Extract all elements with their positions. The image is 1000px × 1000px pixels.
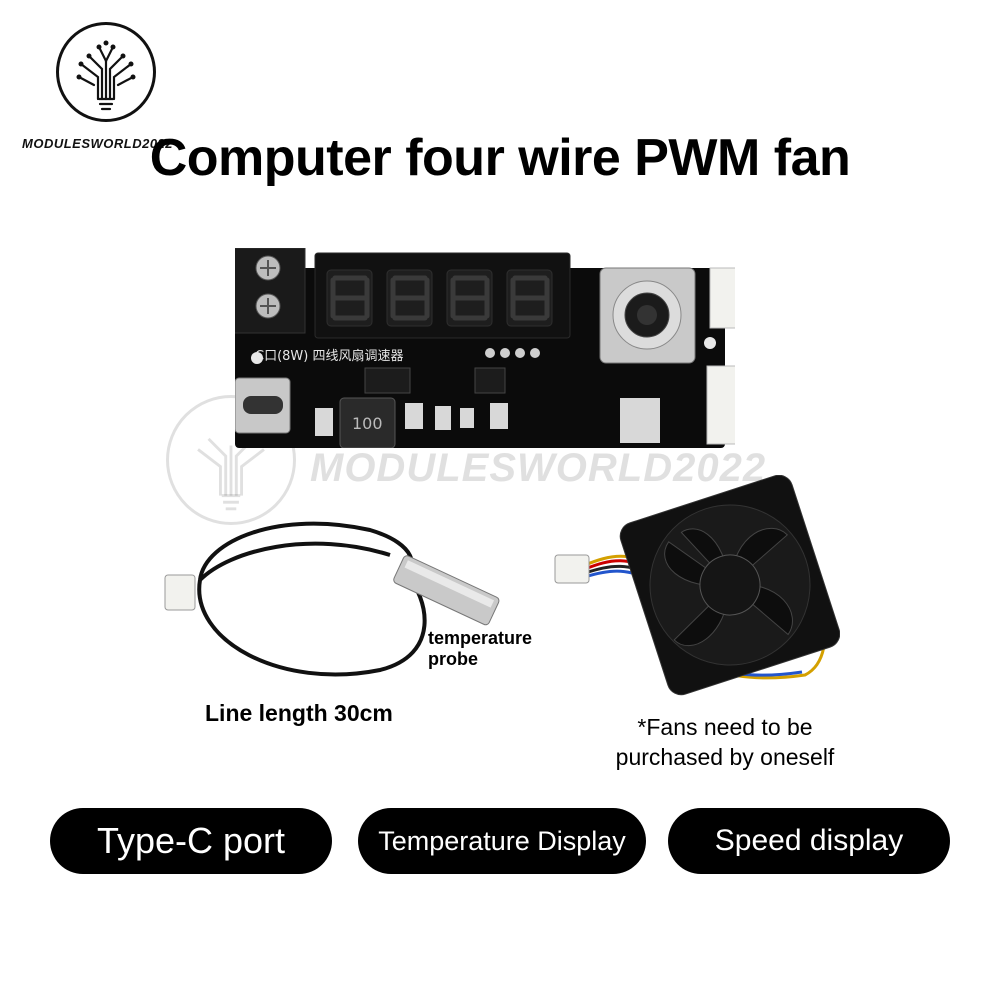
probe-label-line1: temperature [428,628,533,648]
watermark-logo [166,395,296,525]
four-pin-fan-connector [706,365,735,445]
two-pin-connector [709,267,735,329]
feature-speed-display: Speed display [668,808,950,874]
chips [364,367,506,394]
pwm-fan-illustration [554,475,840,696]
feature-type-c-port: Type-C port [50,808,332,874]
fan-controller-board: C口(8W) 四线风扇调速器 100 [235,248,735,448]
watermark-text: MODULESWORLD2022 [310,446,767,490]
fan-purchase-note: *Fans need to be purchased by oneself [585,712,865,772]
brand-name: MODULESWORLD2022 [22,136,174,151]
temperature-probe-illustration [164,521,500,677]
line-length-label: Line length 30cm [205,700,393,726]
screw-terminal [235,248,306,334]
temperature-probe-label: temperature probe [428,628,532,670]
pin-header [485,348,540,358]
page-title: Computer four wire PWM fan [149,129,851,187]
inductor-label: 100 [352,414,383,433]
fan-note-line2: purchased by oneself [615,744,835,770]
feature-temperature-display: Temperature Display [358,808,646,874]
circuit-tree-icon [76,40,136,111]
silkscreen-label: C口(8W) 四线风扇调速器 [255,348,403,364]
fan-note-line1: *Fans need to be [637,714,813,740]
brand-logo [56,22,156,122]
probe-label-line2: probe [428,649,479,669]
smd-components [315,398,660,443]
inductor [339,397,396,448]
seven-segment-display [314,252,571,339]
rotary-encoder-knob [599,267,696,364]
